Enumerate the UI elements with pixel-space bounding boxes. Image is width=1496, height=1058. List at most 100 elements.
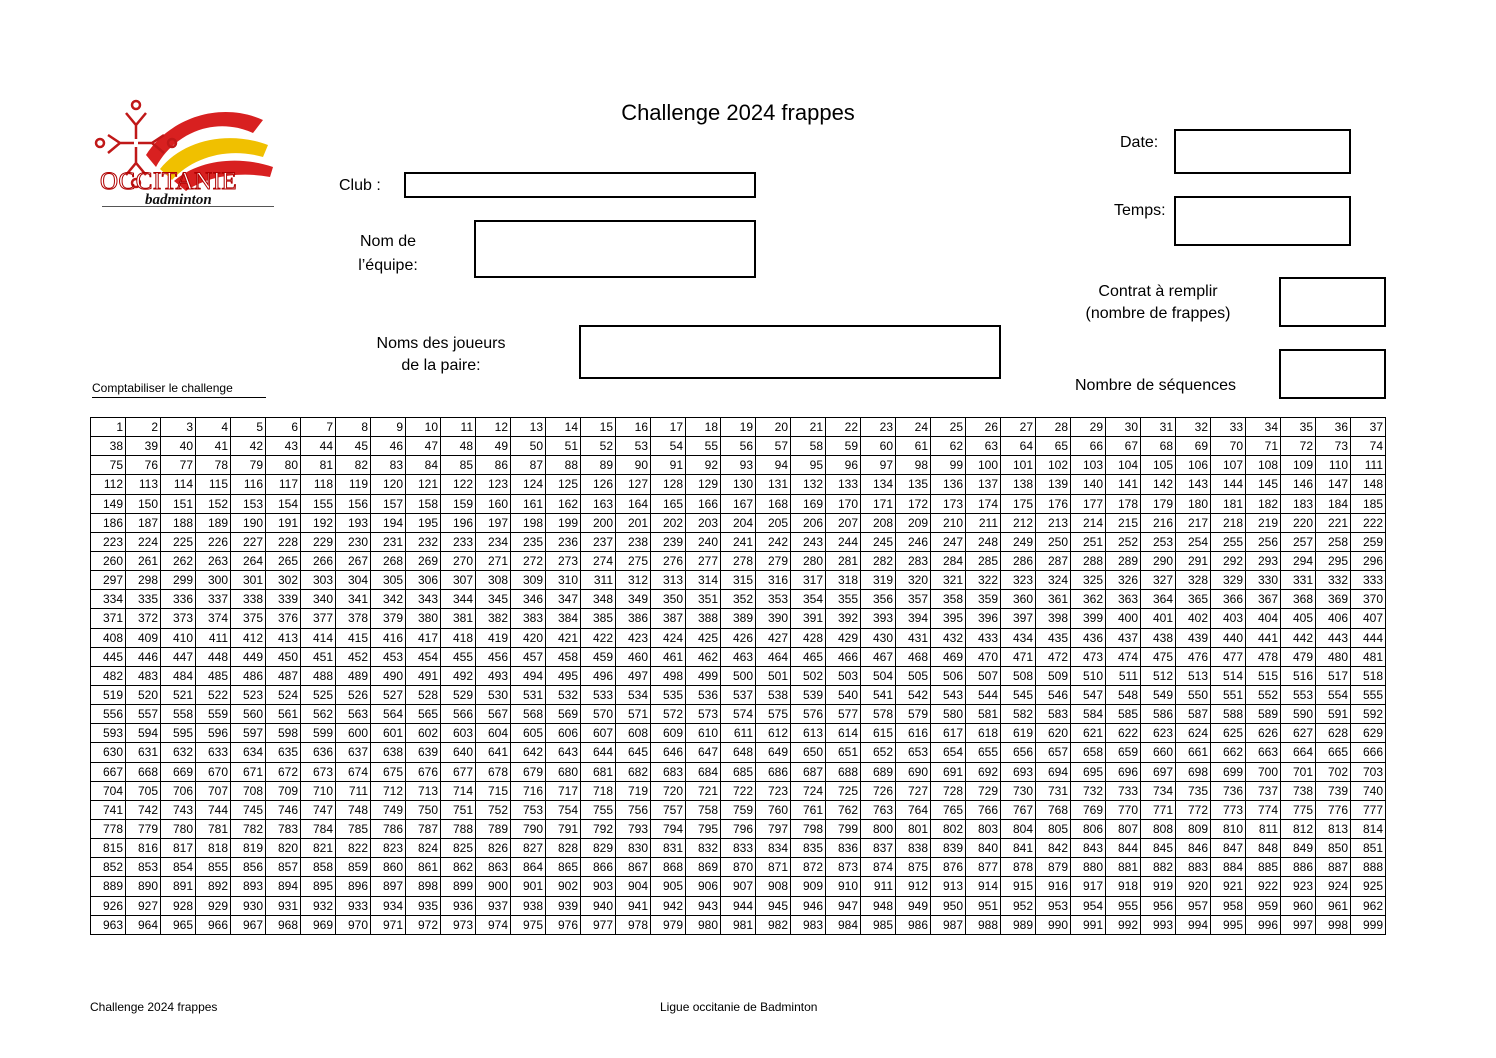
hit-cell-801[interactable]: 801 bbox=[895, 818, 931, 840]
hit-cell-619[interactable]: 619 bbox=[1000, 723, 1036, 744]
hit-cell-18[interactable]: 18 bbox=[685, 416, 721, 438]
hit-cell-104[interactable]: 104 bbox=[1105, 455, 1141, 476]
hit-cell-959[interactable]: 959 bbox=[1245, 895, 1281, 916]
hit-cell-591[interactable]: 591 bbox=[1315, 704, 1351, 725]
hit-cell-884[interactable]: 884 bbox=[1210, 857, 1246, 878]
hit-cell-139[interactable]: 139 bbox=[1035, 474, 1071, 495]
hit-cell-127[interactable]: 127 bbox=[615, 474, 651, 495]
hit-cell-893[interactable]: 893 bbox=[230, 876, 266, 897]
hit-cell-90[interactable]: 90 bbox=[615, 455, 651, 476]
hit-cell-121[interactable]: 121 bbox=[405, 474, 441, 495]
hit-cell-709[interactable]: 709 bbox=[265, 780, 301, 801]
hit-cell-965[interactable]: 965 bbox=[160, 914, 196, 936]
hit-cell-272[interactable]: 272 bbox=[510, 550, 546, 572]
hit-cell-307[interactable]: 307 bbox=[440, 570, 476, 591]
hit-cell-447[interactable]: 447 bbox=[160, 646, 196, 667]
hit-cell-671[interactable]: 671 bbox=[230, 761, 266, 782]
hit-cell-793[interactable]: 793 bbox=[615, 818, 651, 840]
hit-cell-695[interactable]: 695 bbox=[1070, 761, 1106, 782]
hit-cell-510[interactable]: 510 bbox=[1070, 665, 1106, 686]
hit-cell-606[interactable]: 606 bbox=[545, 723, 581, 744]
hit-cell-980[interactable]: 980 bbox=[685, 914, 721, 936]
hit-cell-995[interactable]: 995 bbox=[1210, 914, 1246, 936]
hit-cell-985[interactable]: 985 bbox=[860, 914, 896, 936]
hit-cell-223[interactable]: 223 bbox=[90, 531, 126, 552]
hit-cell-387[interactable]: 387 bbox=[650, 608, 686, 629]
hit-cell-612[interactable]: 612 bbox=[755, 723, 791, 744]
hit-cell-624[interactable]: 624 bbox=[1175, 723, 1211, 744]
hit-cell-430[interactable]: 430 bbox=[860, 627, 896, 648]
hit-cell-140[interactable]: 140 bbox=[1070, 474, 1106, 495]
hit-cell-53[interactable]: 53 bbox=[615, 436, 651, 457]
hit-cell-968[interactable]: 968 bbox=[265, 914, 301, 936]
hit-cell-19[interactable]: 19 bbox=[720, 416, 756, 438]
hit-cell-547[interactable]: 547 bbox=[1070, 684, 1106, 706]
hit-cell-573[interactable]: 573 bbox=[685, 704, 721, 725]
hit-cell-105[interactable]: 105 bbox=[1140, 455, 1176, 476]
hit-cell-323[interactable]: 323 bbox=[1000, 570, 1036, 591]
hit-cell-491[interactable]: 491 bbox=[405, 665, 441, 686]
hit-cell-465[interactable]: 465 bbox=[790, 646, 826, 667]
hit-cell-550[interactable]: 550 bbox=[1175, 684, 1211, 706]
hit-cell-649[interactable]: 649 bbox=[755, 742, 791, 763]
hit-cell-451[interactable]: 451 bbox=[300, 646, 336, 667]
hit-cell-130[interactable]: 130 bbox=[720, 474, 756, 495]
hit-cell-233[interactable]: 233 bbox=[440, 531, 476, 552]
hit-cell-618[interactable]: 618 bbox=[965, 723, 1001, 744]
hit-cell-129[interactable]: 129 bbox=[685, 474, 721, 495]
hit-cell-643[interactable]: 643 bbox=[545, 742, 581, 763]
hit-cell-661[interactable]: 661 bbox=[1175, 742, 1211, 763]
hit-cell-839[interactable]: 839 bbox=[930, 838, 966, 859]
hit-cell-367[interactable]: 367 bbox=[1245, 589, 1281, 610]
hit-cell-484[interactable]: 484 bbox=[160, 665, 196, 686]
hit-cell-977[interactable]: 977 bbox=[580, 914, 616, 936]
hit-cell-370[interactable]: 370 bbox=[1350, 589, 1386, 610]
hit-cell-561[interactable]: 561 bbox=[265, 704, 301, 725]
hit-cell-229[interactable]: 229 bbox=[300, 531, 336, 552]
hit-cell-816[interactable]: 816 bbox=[125, 838, 161, 859]
hit-cell-945[interactable]: 945 bbox=[755, 895, 791, 916]
hit-cell-997[interactable]: 997 bbox=[1280, 914, 1316, 936]
hit-cell-892[interactable]: 892 bbox=[195, 876, 231, 897]
hit-cell-280[interactable]: 280 bbox=[790, 550, 826, 572]
hit-cell-628[interactable]: 628 bbox=[1315, 723, 1351, 744]
hit-cell-343[interactable]: 343 bbox=[405, 589, 441, 610]
hit-cell-563[interactable]: 563 bbox=[335, 704, 371, 725]
hit-cell-422[interactable]: 422 bbox=[580, 627, 616, 648]
hit-cell-87[interactable]: 87 bbox=[510, 455, 546, 476]
hit-cell-519[interactable]: 519 bbox=[90, 684, 126, 706]
hit-cell-583[interactable]: 583 bbox=[1035, 704, 1071, 725]
hit-cell-925[interactable]: 925 bbox=[1350, 876, 1386, 897]
hit-cell-43[interactable]: 43 bbox=[265, 436, 301, 457]
hit-cell-109[interactable]: 109 bbox=[1280, 455, 1316, 476]
hit-cell-718[interactable]: 718 bbox=[580, 780, 616, 801]
hit-cell-362[interactable]: 362 bbox=[1070, 589, 1106, 610]
hit-cell-41[interactable]: 41 bbox=[195, 436, 231, 457]
hit-cell-399[interactable]: 399 bbox=[1070, 608, 1106, 629]
hit-cell-514[interactable]: 514 bbox=[1210, 665, 1246, 686]
hit-cell-901[interactable]: 901 bbox=[510, 876, 546, 897]
hit-cell-483[interactable]: 483 bbox=[125, 665, 161, 686]
hit-cell-324[interactable]: 324 bbox=[1035, 570, 1071, 591]
hit-cell-699[interactable]: 699 bbox=[1210, 761, 1246, 782]
hit-cell-797[interactable]: 797 bbox=[755, 818, 791, 840]
hit-cell-860[interactable]: 860 bbox=[370, 857, 406, 878]
hit-cell-575[interactable]: 575 bbox=[755, 704, 791, 725]
hit-cell-693[interactable]: 693 bbox=[1000, 761, 1036, 782]
hit-cell-173[interactable]: 173 bbox=[930, 493, 966, 514]
hit-cell-81[interactable]: 81 bbox=[300, 455, 336, 476]
hit-cell-962[interactable]: 962 bbox=[1350, 895, 1386, 916]
hit-cell-204[interactable]: 204 bbox=[720, 512, 756, 533]
hit-cell-302[interactable]: 302 bbox=[265, 570, 301, 591]
hit-cell-692[interactable]: 692 bbox=[965, 761, 1001, 782]
hit-cell-720[interactable]: 720 bbox=[650, 780, 686, 801]
hit-cell-54[interactable]: 54 bbox=[650, 436, 686, 457]
hit-cell-743[interactable]: 743 bbox=[160, 799, 196, 820]
hit-cell-736[interactable]: 736 bbox=[1210, 780, 1246, 801]
hit-cell-530[interactable]: 530 bbox=[475, 684, 511, 706]
hit-cell-820[interactable]: 820 bbox=[265, 838, 301, 859]
hit-cell-957[interactable]: 957 bbox=[1175, 895, 1211, 916]
hit-cell-192[interactable]: 192 bbox=[300, 512, 336, 533]
hit-cell-433[interactable]: 433 bbox=[965, 627, 1001, 648]
hit-cell-694[interactable]: 694 bbox=[1035, 761, 1071, 782]
